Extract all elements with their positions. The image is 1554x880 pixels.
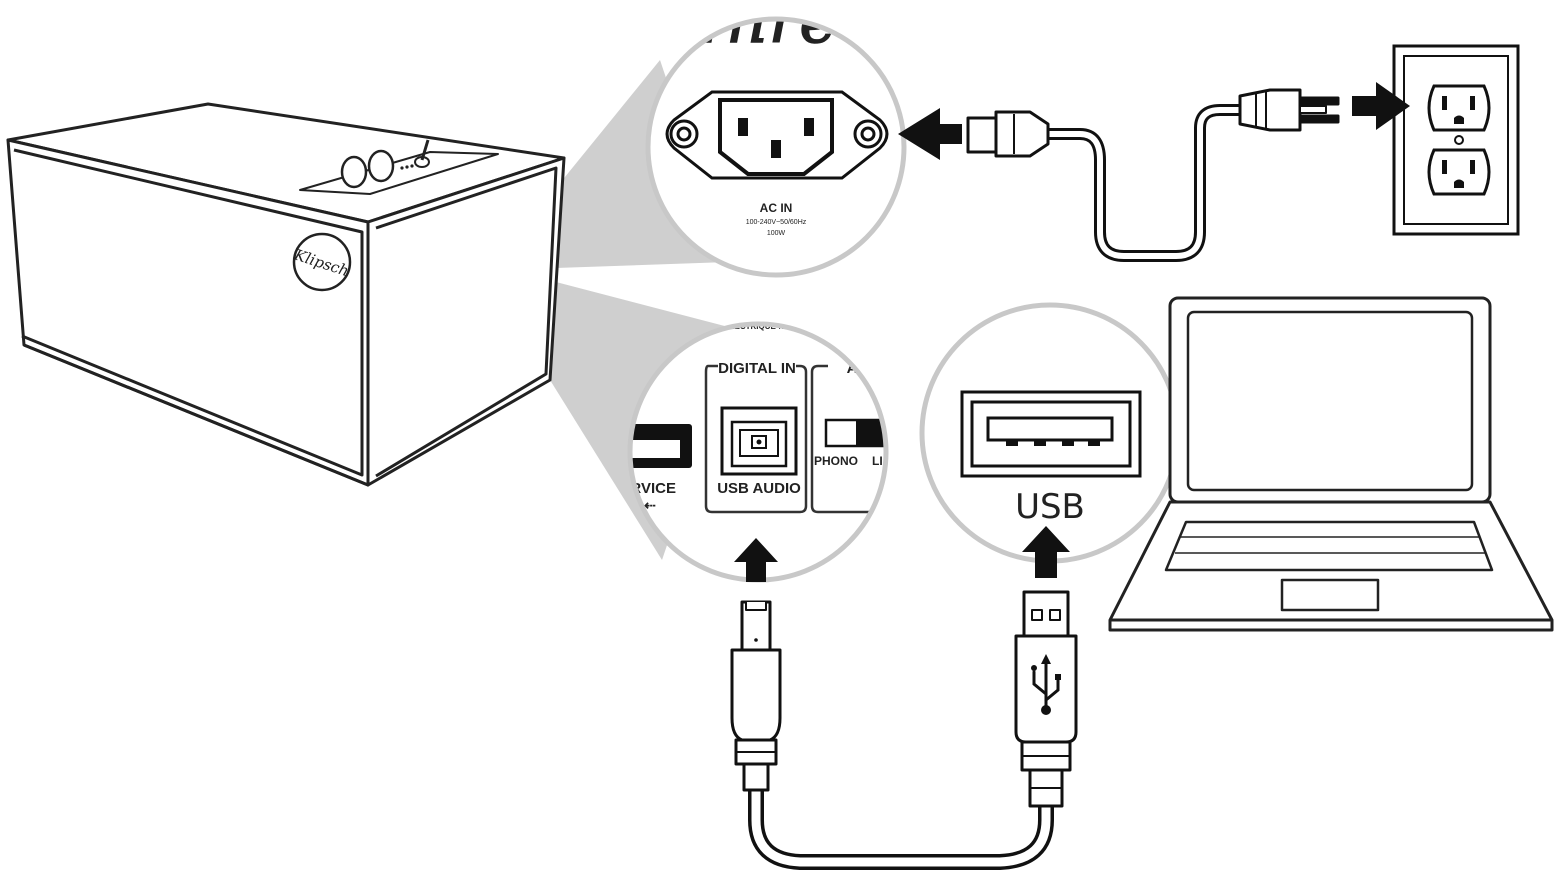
usb-a-port-tongue <box>986 416 1114 442</box>
ac-rating-power: 100W <box>767 230 786 237</box>
laptop-trackpad <box>1280 578 1380 612</box>
iec-pin-earth <box>771 140 781 158</box>
line-label: LI <box>872 454 883 468</box>
plug-prong <box>1298 114 1340 124</box>
usb-cable-line <box>748 782 1054 870</box>
status-led <box>405 165 409 169</box>
speaker-front-trim <box>13 148 364 477</box>
toggle-switch-lever <box>420 139 430 161</box>
usb-b-port-dot <box>756 439 762 445</box>
usb-cable-line-inner <box>751 785 1051 867</box>
arrow-up-icon <box>734 538 778 582</box>
usb-trident-icon <box>1031 654 1061 715</box>
outlet-icon <box>1392 44 1520 236</box>
ac-in-label: AC IN <box>760 201 793 215</box>
outlet-center-screw <box>1454 135 1464 145</box>
speaker: Klipsch <box>6 102 566 487</box>
phono-label: PHONO <box>814 454 858 468</box>
outlet-upper-slot <box>1442 96 1447 110</box>
service-usb-icon: ⇠ <box>644 497 656 513</box>
outlet-upper-ground <box>1454 115 1464 124</box>
usb-a-contact <box>1062 440 1074 446</box>
usb-a-plug-window <box>1031 609 1043 621</box>
model-script: Three <box>685 0 875 58</box>
rear-panel-callout: ÉLECTRIQUE-NE PAS ERVICE ⇠ DIGITAL IN US… <box>620 321 889 583</box>
arrow-right-icon <box>1352 82 1410 130</box>
laptop-usb-callout: USB <box>919 302 1181 564</box>
power-cord-cable-inner <box>1043 107 1243 259</box>
usb-a-plug <box>1014 590 1078 808</box>
usb-a-contact <box>1034 440 1046 446</box>
usb-b-plug-dot <box>754 638 758 642</box>
status-led <box>410 164 414 168</box>
power-cord <box>1040 104 1246 262</box>
usb-a-plug-shell <box>1022 590 1070 638</box>
input-switch-frame <box>810 364 886 514</box>
usb-b-plug <box>730 600 782 792</box>
speaker-base-line <box>23 343 369 487</box>
laptop-keyboard <box>1164 520 1494 572</box>
service-usb-port-inner <box>630 440 680 458</box>
power-plug-icon <box>1238 88 1340 132</box>
iec-connector-tip <box>966 116 998 154</box>
outlet-lower-ground <box>1454 179 1464 188</box>
speaker-side-trim <box>375 166 558 478</box>
iec-pin-live <box>738 118 748 136</box>
iec-socket <box>718 98 834 176</box>
mount-screw-right-inner <box>860 126 876 142</box>
klipsch-badge <box>292 232 352 292</box>
usb-a-contact <box>1088 440 1100 446</box>
usb-cable <box>748 782 1054 870</box>
source-knob <box>367 149 395 183</box>
usb-a-plug-window <box>1049 609 1061 621</box>
usb-b-plug-strain <box>742 762 770 792</box>
outlet-upper-slot <box>1470 96 1475 110</box>
status-led <box>400 166 404 170</box>
warning-text: ÉLECTRIQUE-NE PAS <box>724 322 808 331</box>
usb-audio-label: USB AUDIO <box>717 480 801 497</box>
iec-pin-neutral <box>804 118 814 136</box>
outlet-lower-slot <box>1442 160 1447 174</box>
iec-connector <box>966 110 1050 158</box>
plug-prong <box>1298 96 1340 106</box>
laptop-screen <box>1186 310 1474 492</box>
usb-b-plug-body <box>730 648 782 742</box>
ac-in-callout: Three AC IN 100-240V~50/60Hz 100W <box>645 0 907 278</box>
mount-screw-left-inner <box>676 126 692 142</box>
laptop-icon <box>1108 296 1554 632</box>
usb-label: USB <box>1015 487 1085 527</box>
arrow-left-icon <box>898 108 962 160</box>
plug-body <box>1238 88 1302 132</box>
arrow-up-icon <box>1022 526 1070 578</box>
ac-callout-ring <box>645 16 907 278</box>
outlet-lower-slot <box>1470 160 1475 174</box>
volume-knob <box>340 155 368 189</box>
digital-in-frame <box>704 364 808 514</box>
plug-ground-pin <box>1299 105 1327 114</box>
service-label: ERVICE <box>620 480 676 497</box>
digital-in-header: DIGITAL IN <box>718 360 796 377</box>
speaker-side <box>366 156 566 487</box>
ac-rating-voltage: 100-240V~50/60Hz <box>746 219 807 226</box>
iec-connector-body <box>994 110 1050 158</box>
usb-b-plug-notch <box>745 602 767 611</box>
usb-a-contact <box>1006 440 1018 446</box>
